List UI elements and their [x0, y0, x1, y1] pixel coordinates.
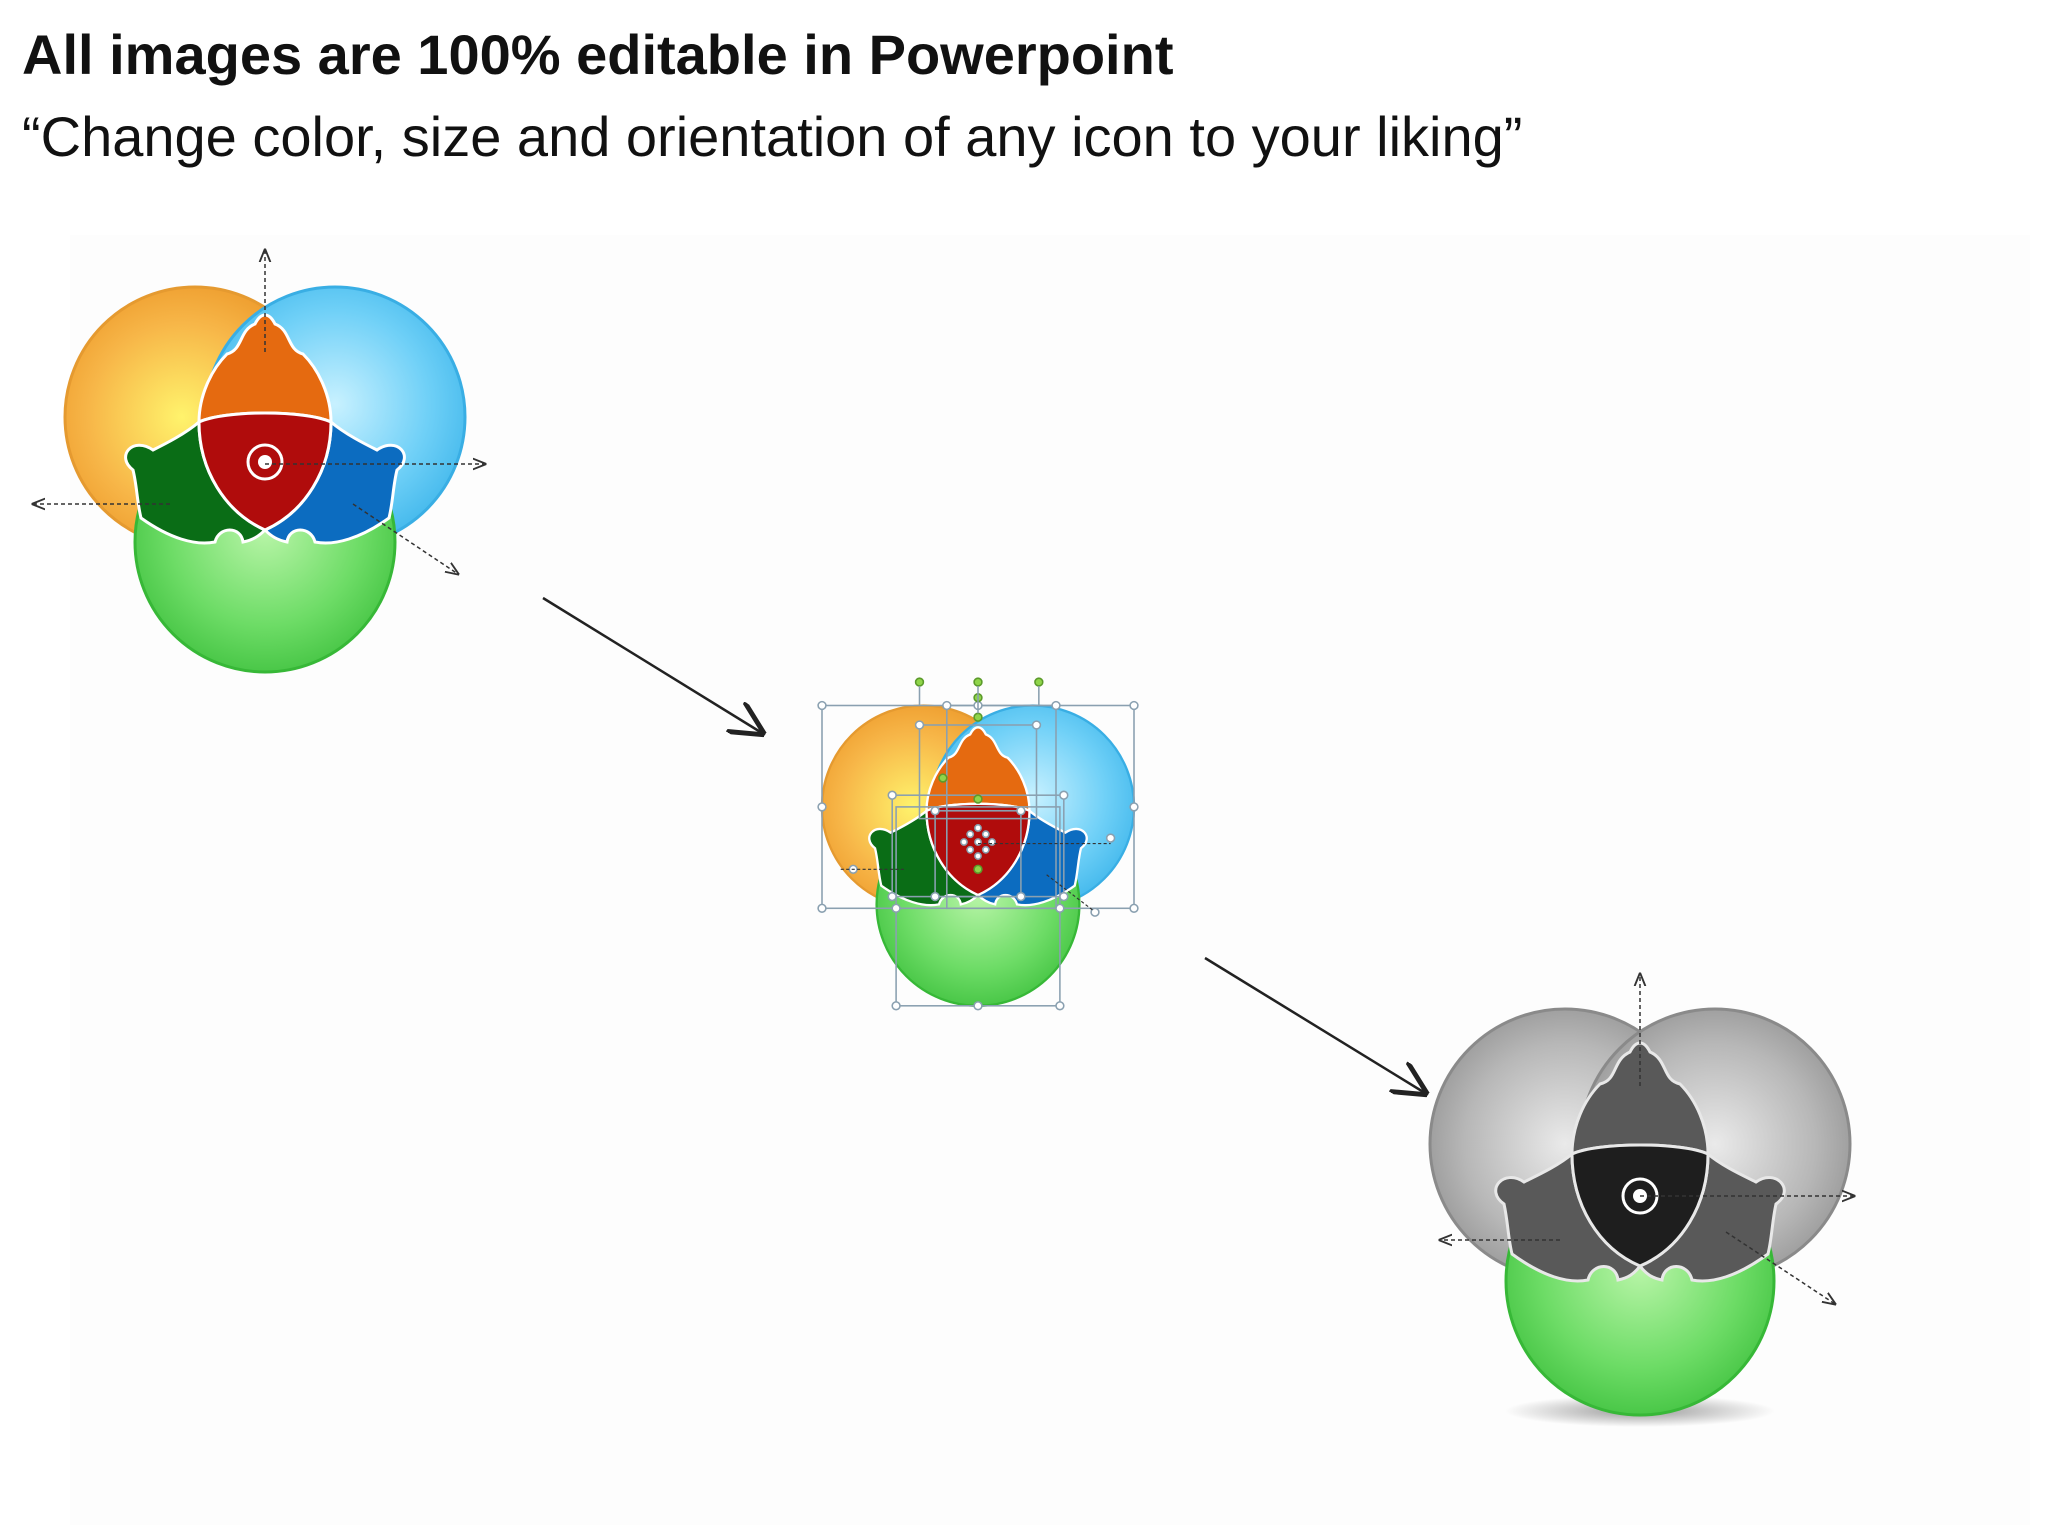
flow-arrow-2: [1204, 956, 1425, 1093]
guide-diagonal: [1725, 1231, 1835, 1304]
grey-center-piece[interactable]: [1570, 1143, 1710, 1268]
diagram-recolored[interactable]: [1428, 974, 1854, 1427]
flow-arrow-1: [542, 596, 762, 733]
page-subtitle: “Change color, size and orientation of a…: [22, 105, 1523, 168]
diagram-selected[interactable]: [817, 677, 1139, 1011]
selection-handles[interactable]: [817, 700, 1139, 1011]
center-dot: [258, 455, 272, 469]
page-title: All images are 100% editable in Powerpoi…: [22, 23, 1174, 86]
guide-diagonal: [352, 503, 458, 574]
center-piece[interactable]: [925, 802, 1031, 897]
center-target-icon: [246, 443, 284, 481]
center-piece[interactable]: [197, 411, 333, 532]
diagram-colored[interactable]: [33, 250, 485, 674]
